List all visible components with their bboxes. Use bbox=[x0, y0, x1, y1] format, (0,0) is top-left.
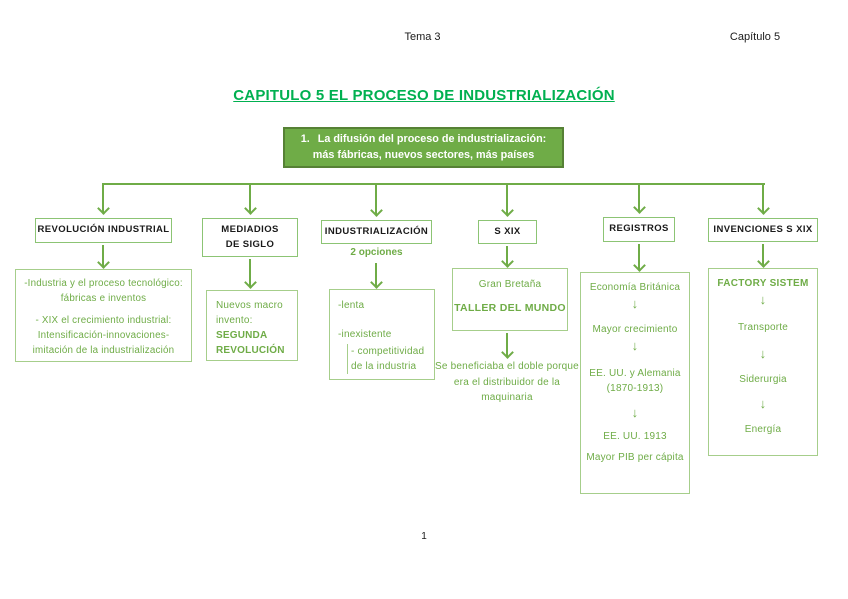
page-number: 1 bbox=[421, 531, 427, 542]
content-highlight: FACTORY SISTEM bbox=[717, 278, 809, 289]
connector-arrow bbox=[506, 333, 508, 357]
header-box-s-xix: S XIX bbox=[478, 220, 537, 244]
list-item: Siderurgia bbox=[739, 374, 787, 385]
connector-arrow bbox=[249, 183, 251, 213]
root-topic-box: 1. La difusión del proceso de industriali… bbox=[283, 127, 564, 168]
connector-arrow bbox=[506, 183, 508, 215]
page-title: CAPITULO 5 EL PROCESO DE INDUSTRIALIZACI… bbox=[233, 87, 615, 104]
content-line: Gran Bretaña bbox=[478, 279, 542, 290]
connector-arrow bbox=[102, 245, 104, 267]
connector-arrow bbox=[638, 183, 640, 212]
industrializacion-sublabel: 2 opciones bbox=[350, 247, 403, 258]
content-box-registros: Economía Británica ↓ Mayor crecimiento ↓… bbox=[580, 272, 690, 494]
list-item: Transporte bbox=[738, 322, 788, 333]
down-arrow-icon: ↓ bbox=[631, 405, 639, 420]
content-box-invenciones: FACTORY SISTEM ↓ Transporte ↓ Siderurgia… bbox=[708, 268, 818, 456]
down-arrow-icon: ↓ bbox=[631, 296, 639, 311]
connector-arrow bbox=[102, 183, 104, 213]
down-arrow-icon: ↓ bbox=[759, 346, 767, 361]
header-label: REGISTROS bbox=[609, 223, 669, 235]
connector-arrow bbox=[375, 183, 377, 215]
doc-header-topic: Tema 3 bbox=[404, 31, 441, 43]
content-box-industrializacion: -lenta -inexistente - competitividad de … bbox=[329, 289, 435, 380]
header-label: INDUSTRIALIZACIÓN bbox=[324, 225, 429, 237]
content-intro: Nuevos macro invento: bbox=[216, 300, 283, 326]
root-topic-number: 1. bbox=[300, 132, 310, 145]
header-box-revolucion-industrial: REVOLUCIÓN INDUSTRIAL bbox=[35, 218, 172, 243]
content-box-mediadios: Nuevos macro invento: SEGUNDA REVOLUCIÓN bbox=[206, 290, 298, 361]
down-arrow-icon: ↓ bbox=[759, 292, 767, 307]
list-item: EE. UU. y Alemania (1870-1913) bbox=[589, 368, 681, 394]
connector-arrow bbox=[638, 244, 640, 270]
list-item: Mayor crecimiento bbox=[592, 324, 678, 335]
list-item: Mayor PIB per cápita bbox=[586, 452, 684, 463]
header-label: INVENCIONES S XIX bbox=[713, 223, 813, 235]
note-text: Se beneficiaba el doble porque era el di… bbox=[435, 361, 579, 403]
list-item: Energía bbox=[744, 424, 782, 435]
connector-arrow bbox=[375, 263, 377, 287]
connector-arrow bbox=[762, 244, 764, 266]
header-box-industrializacion: INDUSTRIALIZACIÓN bbox=[321, 220, 432, 244]
header-label: MEDIADIOS DE SIGLO bbox=[221, 224, 279, 250]
header-label: REVOLUCIÓN INDUSTRIAL bbox=[37, 224, 170, 236]
content-paragraph: -Industria y el proceso tecnológico: fáb… bbox=[24, 278, 183, 304]
down-arrow-icon: ↓ bbox=[759, 396, 767, 411]
connector-arrow bbox=[506, 246, 508, 266]
option-item: -lenta bbox=[338, 300, 365, 311]
header-box-registros: REGISTROS bbox=[603, 217, 675, 242]
doc-header-chapter: Capítulo 5 bbox=[729, 31, 781, 43]
option-item: -inexistente bbox=[338, 329, 392, 340]
list-item: EE. UU. 1913 bbox=[603, 431, 667, 442]
root-topic-line1: 1. La difusión del proceso de industriali… bbox=[301, 132, 547, 148]
content-box-gran-bretana: Gran Bretaña TALLER DEL MUNDO bbox=[452, 268, 568, 331]
list-item: Economía Británica bbox=[589, 282, 681, 293]
content-highlight: SEGUNDA REVOLUCIÓN bbox=[216, 330, 285, 356]
connector-horizontal-line bbox=[103, 183, 765, 185]
content-box-revolucion-industrial: -Industria y el proceso tecnológico: fáb… bbox=[15, 269, 192, 362]
header-box-mediadios-de-siglo: MEDIADIOS DE SIGLO bbox=[202, 218, 298, 257]
connector-arrow bbox=[762, 183, 764, 213]
root-topic-text: La difusión del proceso de industrializa… bbox=[317, 132, 547, 145]
header-label: S XIX bbox=[494, 225, 521, 237]
connector-arrow bbox=[249, 259, 251, 287]
root-topic-line2: más fábricas, nuevos sectores, más paíse… bbox=[312, 148, 535, 161]
nested-option-item: - competitividad de la industria bbox=[347, 344, 433, 374]
header-box-invenciones-s-xix: INVENCIONES S XIX bbox=[708, 218, 818, 242]
content-highlight: TALLER DEL MUNDO bbox=[454, 302, 566, 314]
down-arrow-icon: ↓ bbox=[631, 338, 639, 353]
content-paragraph: - XIX el crecimiento industrial: Intensi… bbox=[32, 315, 175, 356]
